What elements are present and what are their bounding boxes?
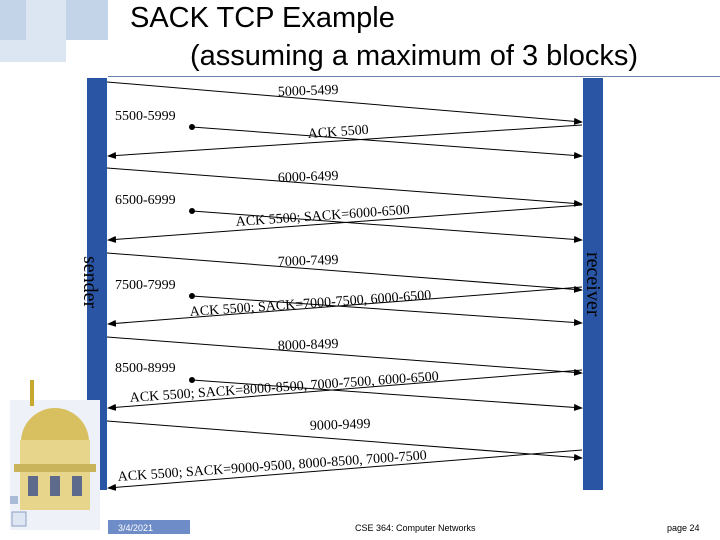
message-8: 7500-7999	[115, 278, 583, 326]
footer-date: 3/4/2021	[118, 523, 154, 533]
message-label: ACK 5500; SACK=9000-9500, 8000-8500, 700…	[117, 448, 427, 485]
sender-bar	[87, 78, 107, 490]
message-arrow	[191, 295, 583, 326]
message-label: 7500-7999	[115, 278, 176, 293]
message-label: 6500-6999	[115, 193, 176, 208]
message-arrow	[107, 449, 583, 491]
message-arrow	[106, 252, 583, 293]
message-13: 9000-9499	[106, 417, 583, 461]
corner-block-top	[0, 0, 26, 40]
title-line-2: (assuming a maximum of 3 blocks)	[190, 40, 639, 72]
golden-dome-logo	[10, 380, 100, 530]
message-2: 5500-5999	[115, 109, 583, 159]
message-label: 9000-9499	[310, 417, 371, 434]
message-4: 6000-6499	[106, 167, 583, 207]
message-arrow	[106, 81, 583, 125]
message-arrow	[106, 420, 583, 461]
message-arrow	[191, 379, 583, 411]
message-1: 5000-5499	[106, 81, 583, 125]
send-dot	[189, 377, 195, 383]
message-arrow	[107, 369, 583, 411]
message-label: 6000-6499	[278, 169, 339, 186]
footer-course: CSE 364: Computer Networks	[355, 523, 476, 533]
message-arrow	[107, 124, 583, 159]
message-arrow	[191, 210, 583, 243]
send-dot	[189, 124, 195, 130]
message-7: 7000-7499	[106, 252, 583, 293]
message-label: 8000-8499	[278, 337, 339, 354]
message-arrow	[106, 167, 583, 207]
corner-block-mid	[26, 0, 66, 62]
receiver-label: receiver	[582, 252, 604, 317]
message-3: ACK 5500	[107, 123, 583, 159]
message-label: 5500-5999	[115, 109, 176, 124]
sender-label: sender	[79, 256, 101, 309]
message-label: ACK 5500; SACK=7000-7500, 6000-6500	[189, 288, 431, 320]
footer-page: page 24	[667, 523, 700, 533]
send-dot	[189, 293, 195, 299]
message-label: ACK 5500	[307, 123, 369, 142]
corner-block-right	[66, 0, 108, 40]
message-label: ACK 5500; SACK=6000-6500	[235, 203, 410, 230]
message-label: 5000-5499	[278, 83, 339, 100]
message-label: ACK 5500; SACK=8000-8500, 7000-7500, 600…	[129, 369, 439, 406]
message-arrow	[107, 286, 583, 327]
footer-date-box	[108, 520, 190, 534]
message-label: 7000-7499	[278, 253, 339, 270]
message-11: 8500-8999	[115, 361, 583, 411]
message-14: ACK 5500; SACK=9000-9500, 8000-8500, 700…	[107, 448, 583, 491]
message-arrow	[107, 204, 583, 243]
message-10: 8000-8499	[106, 336, 583, 376]
send-dot	[189, 208, 195, 214]
receiver-bar	[583, 78, 603, 490]
message-arrow	[106, 336, 583, 376]
title-rule	[108, 76, 720, 77]
message-arrow	[191, 126, 583, 159]
title-line-1: SACK TCP Example	[130, 2, 395, 34]
message-12: ACK 5500; SACK=8000-8500, 7000-7500, 600…	[107, 369, 583, 411]
message-label: 8500-8999	[115, 361, 176, 376]
corner-block-left	[0, 40, 26, 62]
message-5: 6500-6999	[115, 193, 583, 243]
